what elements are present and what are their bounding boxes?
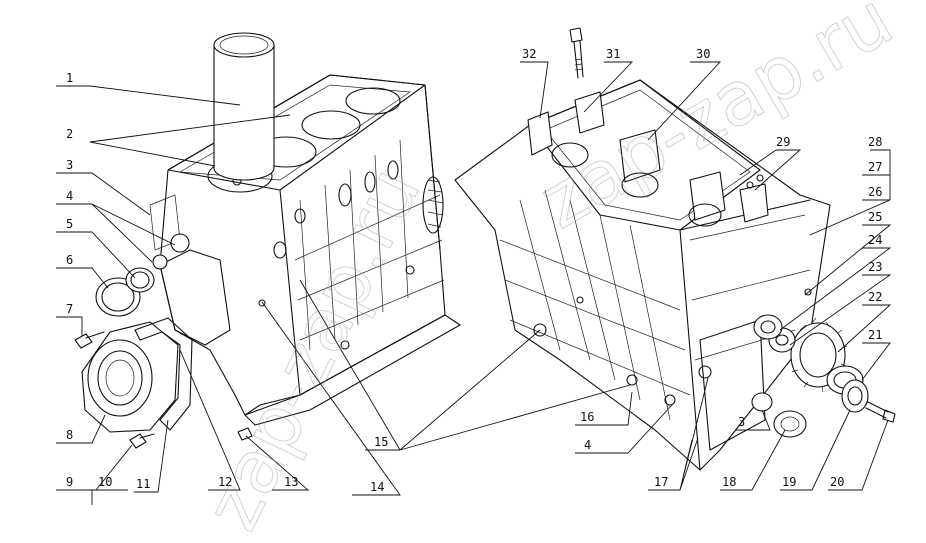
label-4-right: 4 xyxy=(584,438,591,452)
label-5: 5 xyxy=(66,217,73,231)
plug-cap xyxy=(170,233,190,253)
seal-ring xyxy=(125,267,155,293)
cylinder-liner xyxy=(213,32,275,181)
main-bearing-bolt xyxy=(569,27,584,79)
label-7: 7 xyxy=(66,302,73,316)
bolt-10 xyxy=(129,433,155,449)
label-31: 31 xyxy=(606,47,620,61)
left-cylinder-block xyxy=(149,74,461,426)
label-15: 15 xyxy=(374,435,388,449)
end-cover xyxy=(773,410,807,438)
label-29: 29 xyxy=(776,135,790,149)
label-16: 16 xyxy=(580,410,594,424)
seal-plate xyxy=(753,314,783,340)
label-32: 32 xyxy=(522,47,536,61)
label-21: 21 xyxy=(868,328,882,342)
label-14: 14 xyxy=(370,480,384,494)
thrust-washer xyxy=(841,379,869,413)
label-20: 20 xyxy=(830,475,844,489)
label-12: 12 xyxy=(218,475,232,489)
label-27: 27 xyxy=(868,160,882,174)
rear-seal-housing xyxy=(81,321,179,433)
label-22: 22 xyxy=(868,290,882,304)
watermark-left: zap-zap.ru xyxy=(189,155,437,543)
bolt-7 xyxy=(74,331,105,349)
part-number-labels: 1 2 3 4 5 6 7 8 9 10 11 12 13 14 15 16 4… xyxy=(66,47,882,494)
label-17: 17 xyxy=(654,475,668,489)
oil-seal xyxy=(751,392,773,412)
label-9: 9 xyxy=(66,475,73,489)
label-25: 25 xyxy=(868,210,882,224)
label-4: 4 xyxy=(66,189,73,203)
plug-washer xyxy=(152,254,168,270)
label-19: 19 xyxy=(782,475,796,489)
gear-bolt xyxy=(865,401,896,423)
label-6: 6 xyxy=(66,253,73,267)
label-18: 18 xyxy=(722,475,736,489)
label-13: 13 xyxy=(284,475,298,489)
label-11: 11 xyxy=(136,477,150,491)
leader-lines xyxy=(56,61,892,505)
right-cylinder-block xyxy=(454,79,831,471)
label-28: 28 xyxy=(868,135,882,149)
label-23: 23 xyxy=(868,260,882,274)
label-1: 1 xyxy=(66,71,73,85)
label-2: 2 xyxy=(66,127,73,141)
label-10: 10 xyxy=(98,475,112,489)
dowel-13 xyxy=(237,427,253,441)
label-3-right: 3 xyxy=(738,415,745,429)
label-3: 3 xyxy=(66,158,73,172)
label-8: 8 xyxy=(66,428,73,442)
label-26: 26 xyxy=(868,185,882,199)
label-30: 30 xyxy=(696,47,710,61)
rear-gasket xyxy=(134,317,193,431)
label-24: 24 xyxy=(868,233,882,247)
